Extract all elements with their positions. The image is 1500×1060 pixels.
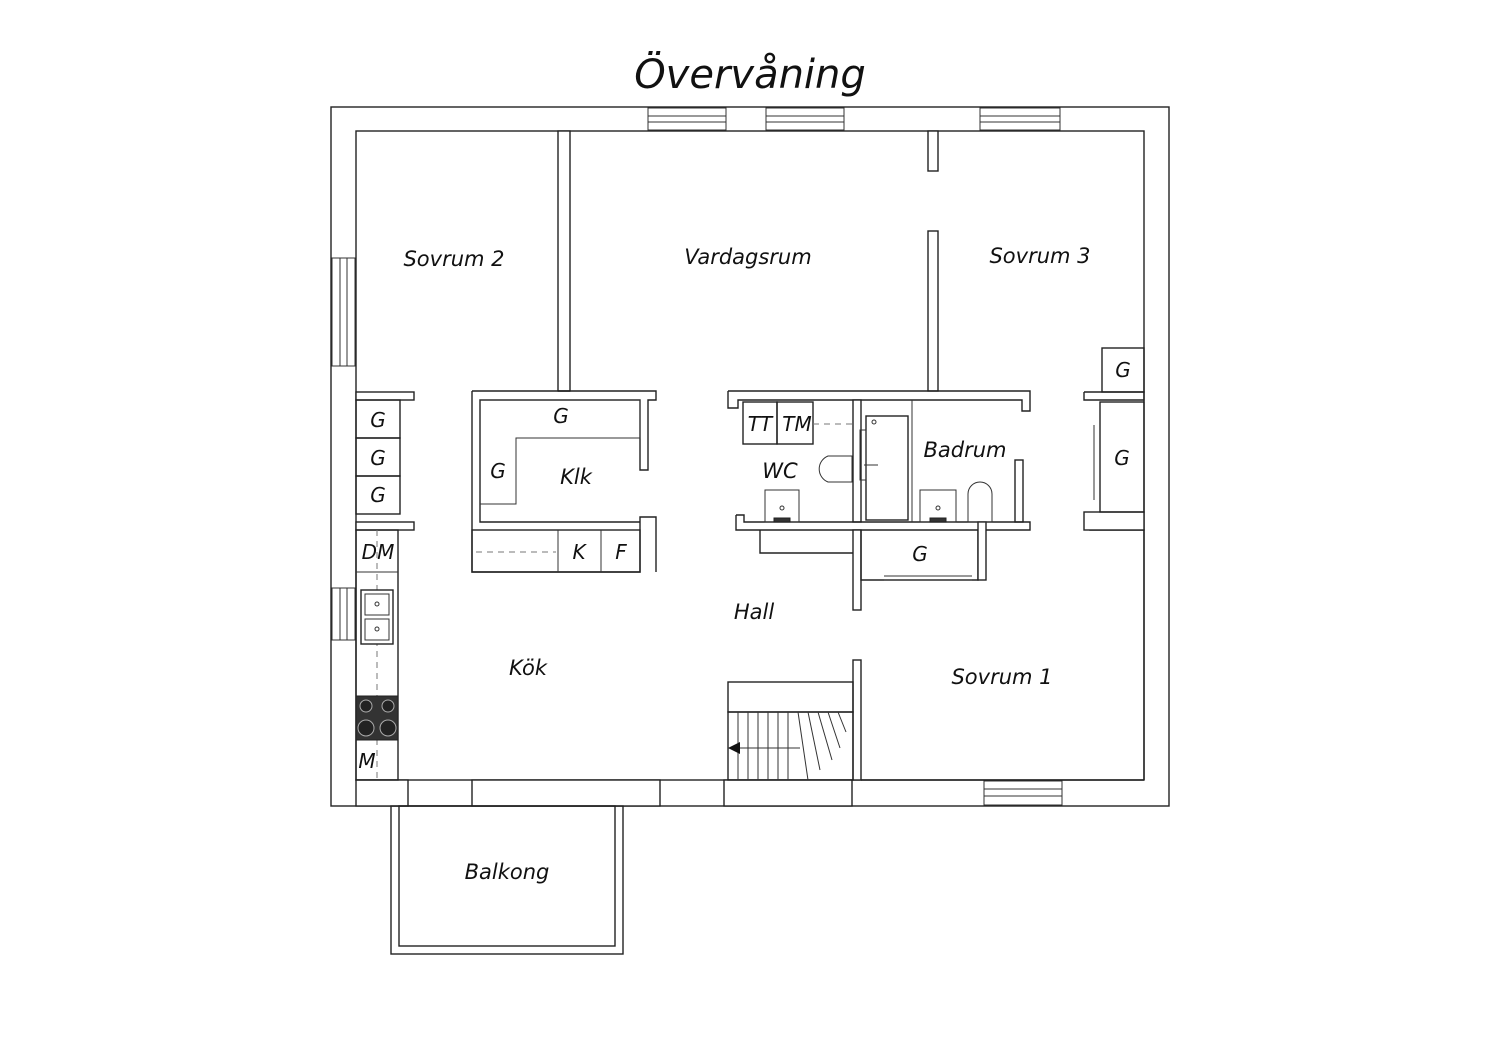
room-label-sovrum-2: Sovrum 2: [403, 247, 504, 271]
wardrobe-label: G: [370, 483, 386, 507]
wardrobe-label: G: [370, 446, 386, 470]
room-label-badrum: Badrum: [923, 438, 1006, 462]
fixture-labels: G G G G G G G G TT TM K F DM M: [358, 358, 1130, 773]
freezer-label: F: [615, 540, 627, 564]
room-label-sovrum-3: Sovrum 3: [989, 244, 1090, 268]
room-labels: Sovrum 2 Vardagsrum Sovrum 3 Sovrum 1 Kl…: [403, 244, 1090, 884]
wardrobe-label: G: [490, 459, 506, 483]
wardrobe-label: G: [553, 404, 569, 428]
microwave-label: M: [358, 749, 375, 773]
room-label-sovrum-1: Sovrum 1: [951, 665, 1052, 689]
wardrobe-label: G: [1115, 358, 1131, 382]
wardrobe-label: G: [370, 408, 386, 432]
wardrobe-label: G: [1114, 446, 1130, 470]
room-label-hall: Hall: [734, 600, 774, 624]
fixtures: [355, 347, 1145, 955]
room-label-kok: Kök: [509, 656, 548, 680]
room-label-klk: Klk: [560, 465, 593, 489]
room-label-vardagsrum: Vardagsrum: [684, 245, 811, 269]
room-label-wc: WC: [762, 459, 798, 483]
outer-walls: [330, 106, 1170, 807]
washer-label: TM: [782, 412, 811, 436]
dryer-label: TT: [748, 412, 774, 436]
interior-walls: [355, 130, 1145, 807]
dishwasher-label: DM: [362, 540, 395, 564]
fridge-label: K: [572, 540, 587, 564]
plan-title: Övervåning: [634, 50, 866, 98]
room-label-balkong: Balkong: [465, 860, 550, 884]
wardrobe-label: G: [912, 542, 928, 566]
